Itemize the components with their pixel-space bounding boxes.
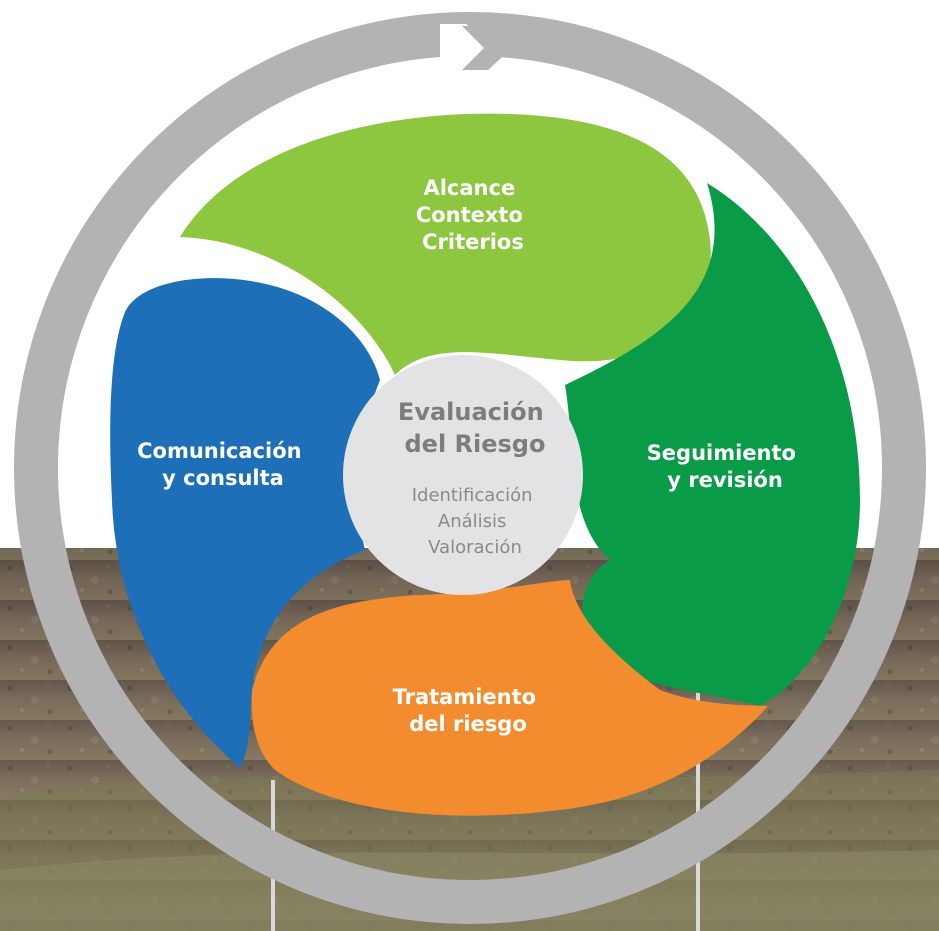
petal-alcance [180, 113, 711, 375]
center-title: Evaluación del Riesgo [398, 398, 552, 458]
label-alcance-line: Contexto [416, 203, 523, 227]
center-title-line: del Riesgo [405, 430, 546, 458]
label-tratamiento: Tratamiento del riesgo [393, 685, 544, 736]
label-comunicacion-line: y consulta [162, 466, 284, 490]
label-tratamiento-line: Tratamiento [393, 685, 537, 709]
label-tratamiento-line: del riesgo [409, 712, 527, 736]
outer-cycle-ring [14, 12, 926, 924]
label-alcance-line: Criterios [422, 230, 524, 254]
center-steps: Identificación Análisis Valoración [412, 485, 539, 558]
label-comunicacion: Comunicación y consulta [137, 439, 309, 490]
label-comunicacion-line: Comunicación [137, 439, 301, 463]
center-step: Identificación [412, 485, 533, 506]
cycle-arrow-icon [462, 26, 512, 70]
petal-comunicacion [110, 278, 381, 768]
center-step: Valoración [428, 537, 522, 558]
label-alcance-line: Alcance [423, 176, 515, 200]
power-pole [696, 660, 700, 931]
center-title-line: Evaluación [398, 398, 544, 426]
label-seguimiento-line: y revisión [667, 468, 783, 492]
center-circle [343, 355, 583, 595]
label-alcance: Alcance Contexto Criterios [416, 176, 530, 254]
petal-seguimiento [565, 183, 860, 706]
label-seguimiento: Seguimiento y revisión [647, 441, 804, 492]
cycle-arrow-notch [440, 24, 498, 72]
label-seguimiento-line: Seguimiento [647, 441, 796, 465]
petal-tratamiento [251, 580, 768, 816]
center-step: Análisis [438, 511, 507, 532]
